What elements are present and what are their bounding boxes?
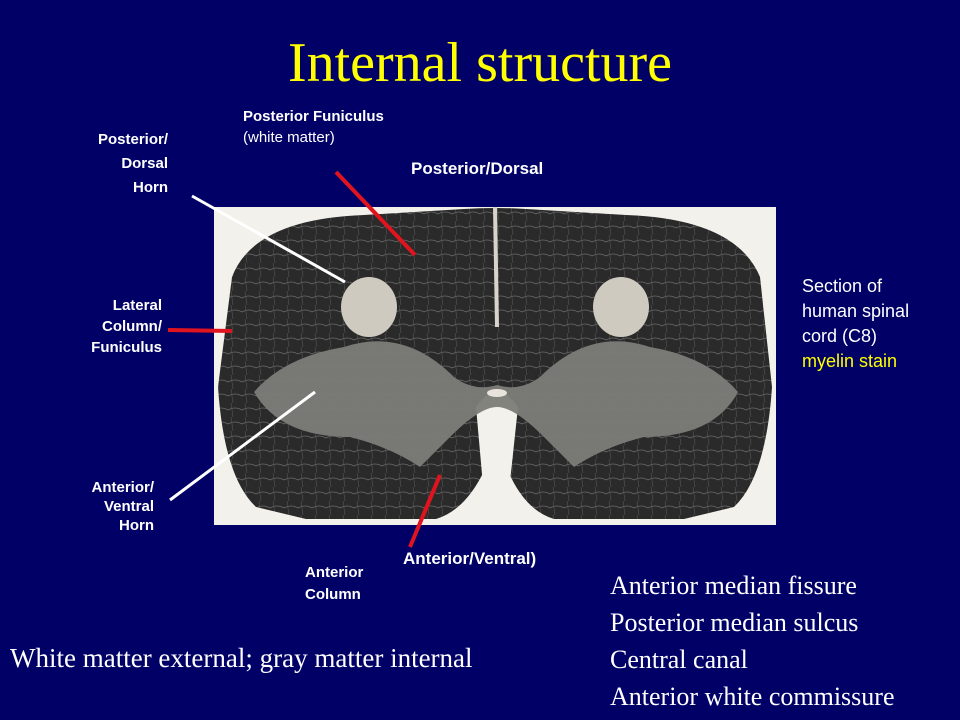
label-line: Horn (119, 517, 154, 534)
label-line: Dorsal (121, 155, 168, 172)
label-line: Lateral (112, 297, 162, 314)
label-line: Posterior/ (97, 131, 168, 148)
caption-line: cord (C8) (802, 326, 878, 346)
label-anterior-ventral-horn: Anterior/ Ventral Horn (60, 478, 154, 535)
caption-stain: myelin stain (802, 351, 898, 371)
label-lateral-column: Lateral Column/ Funiculus (60, 295, 162, 358)
label-normal: (white matter) (243, 129, 335, 146)
list-item: Posterior median sulcus (610, 608, 859, 637)
label-line: Horn (133, 179, 168, 196)
gray-matter (254, 341, 738, 467)
label-posterior-dorsal-horn: Posterior/ Dorsal Horn (60, 128, 168, 200)
label-anterior-ventral: Anterior/Ventral) (403, 549, 537, 568)
label-posterior-dorsal: Posterior/Dorsal (411, 159, 544, 178)
spinal-cord-illustration (214, 207, 776, 525)
label-anterior-column: Anterior Column (305, 562, 363, 606)
summary-note: White matter external; gray matter inter… (10, 643, 473, 673)
label-bold: Posterior Funiculus (243, 108, 384, 125)
list-item: Central canal (610, 645, 748, 674)
list-item: Anterior white commissure (610, 682, 895, 711)
label-line: Column/ (102, 318, 162, 335)
label-line: Ventral (103, 498, 154, 515)
central-canal (487, 389, 507, 397)
label-posterior-funiculus: Posterior Funiculus (white matter) (243, 106, 393, 148)
label-line: Column (305, 586, 361, 603)
label-line: Anterior (305, 564, 364, 581)
dorsal-horn-right (593, 277, 649, 337)
spinal-cord-section-image (214, 207, 776, 525)
anterior-median-fissure (476, 392, 518, 519)
caption-line: Section of (802, 276, 883, 296)
image-caption: Section of human spinal cord (C8) myelin… (802, 274, 909, 374)
dorsal-horn-left (341, 277, 397, 337)
list-item: Anterior median fissure (610, 571, 857, 600)
label-line: Funiculus (91, 339, 162, 356)
terms-list: Anterior median fissure Posterior median… (610, 567, 895, 715)
label-line: Anterior/ (91, 479, 154, 496)
caption-line: human spinal (802, 301, 910, 321)
slide-title: Internal structure (287, 32, 673, 94)
